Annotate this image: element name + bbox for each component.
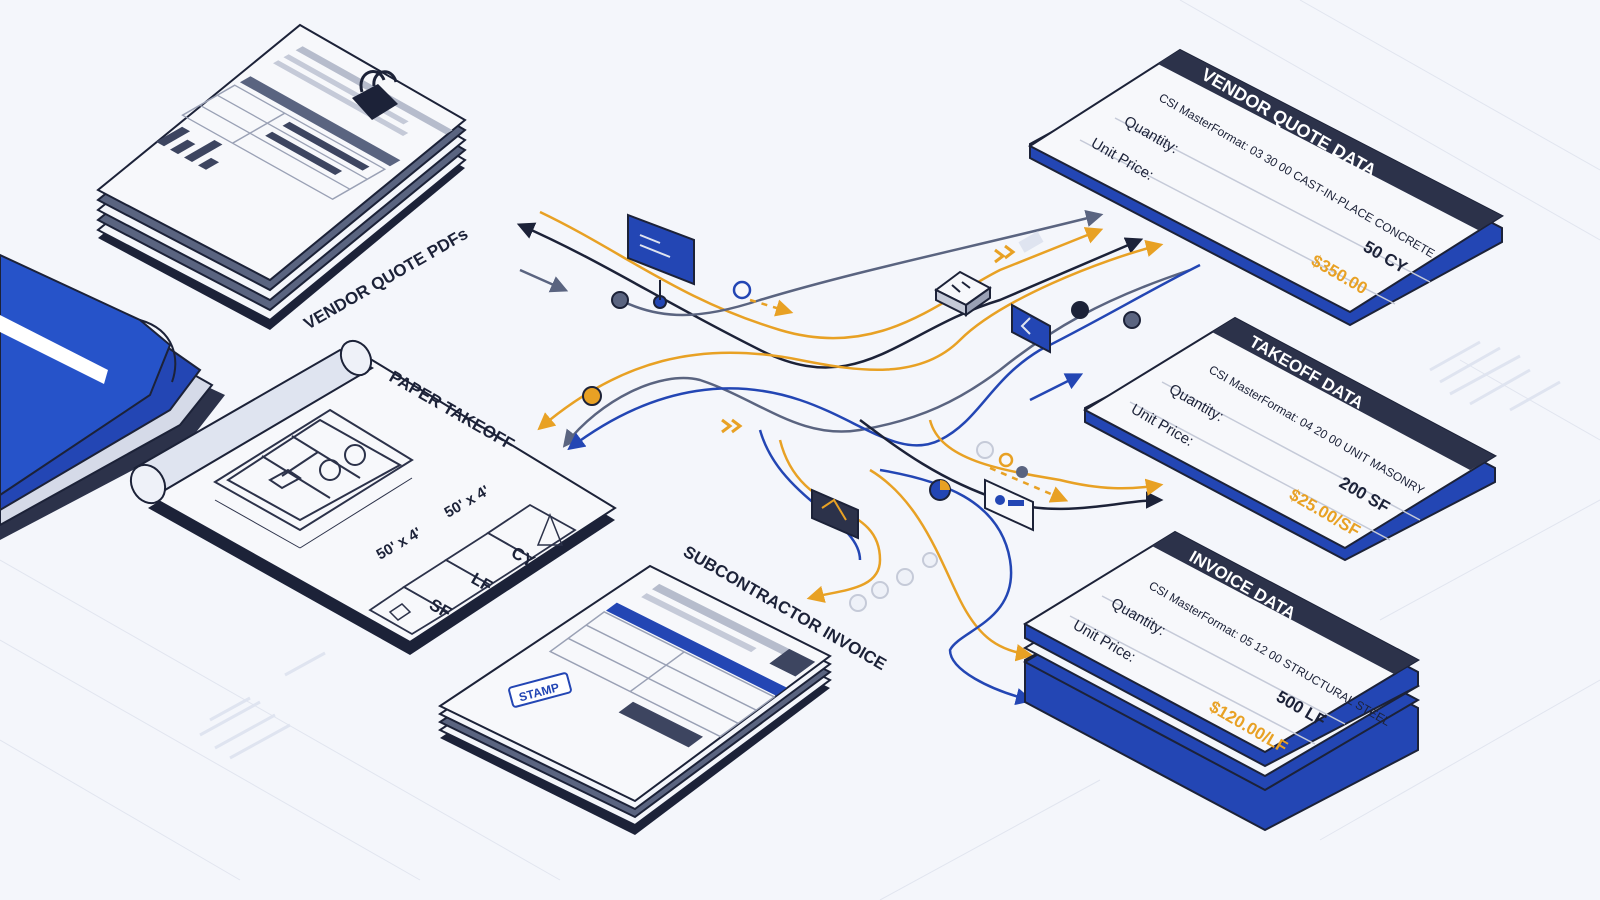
floor-plan-drawing <box>213 408 414 549</box>
card-takeoff-data: TAKEOFF DATA CSI MasterFormat: 04 20 00 … <box>1082 316 1498 562</box>
stack-node-icon <box>934 270 992 317</box>
binder-stack <box>0 253 225 540</box>
flag-marker-icon <box>627 213 695 300</box>
chevron-icons <box>721 231 1044 434</box>
code-box-icon <box>1011 303 1051 354</box>
chart-box-icon <box>811 488 859 540</box>
card-vendor-quote-data: VENDOR QUOTE DATA CSI MasterFormat: 03 3… <box>1028 48 1505 327</box>
pencil-icon <box>388 603 412 621</box>
takeoff-unit-grid <box>368 503 577 636</box>
card-invoice-data: INVOICE DATA CSI MasterFormat: 05 12 00 … <box>1022 530 1421 832</box>
flow-nodes <box>582 280 1141 612</box>
binder-clip-icon <box>352 70 398 120</box>
subcontractor-invoice-stack: STAMP <box>437 564 832 835</box>
blueprint-roll <box>129 339 375 505</box>
decorative-dashes <box>199 340 1561 760</box>
vendor-quote-pdf-stack <box>96 23 467 330</box>
paper-takeoff-sheet: 50' x 4' 50' x 4' CY LF SF <box>129 339 617 655</box>
toggle-box-icon <box>984 478 1034 532</box>
